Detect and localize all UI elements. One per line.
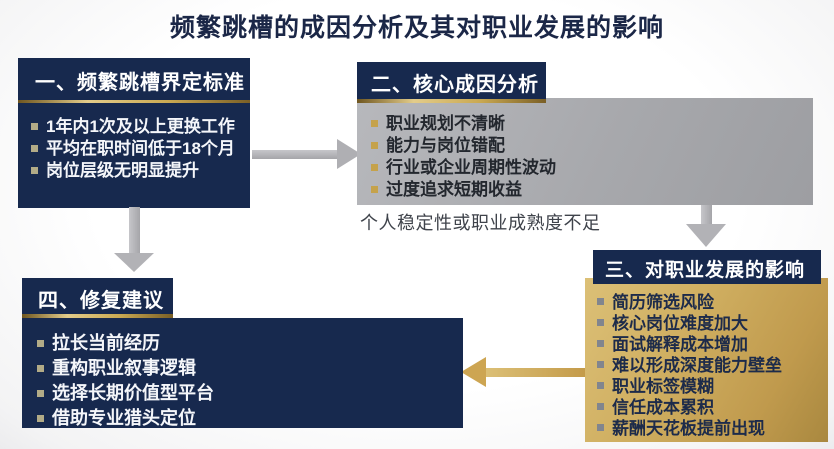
box-repair-heading: 四、修复建议 <box>38 290 164 312</box>
bullet-square-icon <box>31 123 38 130</box>
list-item: 1年内1次及以上更换工作 <box>31 116 244 138</box>
bullet-square-icon <box>37 415 44 422</box>
gold-divider <box>22 314 173 318</box>
list-item: 岗位层级无明显提升 <box>31 160 244 182</box>
arrow-shaft <box>484 368 585 377</box>
box-repair-body: 拉长当前经历 重构职业叙事逻辑 选择长期价值型平台 借助专业猎头定位 <box>22 318 463 428</box>
list-item: 职业标签模糊 <box>597 376 824 397</box>
bullet-square-icon <box>37 340 44 347</box>
gold-divider <box>18 100 250 103</box>
box-criteria: 一、频繁跳槽界定标准 1年内1次及以上更换工作 平均在职时间低于18个月 岗位层… <box>18 58 250 208</box>
list-item: 重构职业叙事逻辑 <box>37 356 463 381</box>
list-item: 借助专业猎头定位 <box>37 406 463 431</box>
box-impact-body: 简历筛选风险 核心岗位难度加大 面试解释成本增加 难以形成深度能力壁垒 职业标签… <box>585 278 828 442</box>
arrow-down-icon <box>686 224 726 247</box>
criteria-list: 1年内1次及以上更换工作 平均在职时间低于18个月 岗位层级无明显提升 <box>18 103 250 182</box>
box-impact-heading-bar: 三、对职业发展的影响 <box>593 250 821 284</box>
bullet-square-icon <box>371 164 378 171</box>
arrow-left-icon <box>461 357 486 387</box>
list-item: 面试解释成本增加 <box>597 334 824 355</box>
bullet-square-icon <box>597 361 604 368</box>
causes-list: 职业规划不清晰 能力与岗位错配 行业或企业周期性波动 过度追求短期收益 <box>357 98 813 201</box>
bullet-square-icon <box>371 120 378 127</box>
list-item: 能力与岗位错配 <box>371 135 807 157</box>
box-repair-heading-bar: 四、修复建议 <box>22 278 173 314</box>
page-title: 频繁跳槽的成因分析及其对职业发展的影响 <box>169 14 664 42</box>
list-item: 平均在职时间低于18个月 <box>31 138 244 160</box>
bullet-square-icon <box>597 403 604 410</box>
bullet-square-icon <box>31 145 38 152</box>
list-item: 过度追求短期收益 <box>371 179 807 201</box>
bullet-square-icon <box>37 390 44 397</box>
list-item: 选择长期价值型平台 <box>37 381 463 406</box>
list-item: 薪酬天花板提前出现 <box>597 418 824 439</box>
bullet-square-icon <box>597 340 604 347</box>
list-item: 拉长当前经历 <box>37 331 463 356</box>
arrow-shaft <box>129 207 140 254</box>
bullet-square-icon <box>371 186 378 193</box>
box-impact-heading: 三、对职业发展的影响 <box>605 260 806 281</box>
list-item: 难以形成深度能力壁垒 <box>597 355 824 376</box>
box-causes-body: 职业规划不清晰 能力与岗位错配 行业或企业周期性波动 过度追求短期收益 <box>357 98 813 205</box>
box-criteria-heading: 一、频繁跳槽界定标准 <box>35 72 245 94</box>
arrow-shaft <box>701 205 712 225</box>
impact-list: 简历筛选风险 核心岗位难度加大 面试解释成本增加 难以形成深度能力壁垒 职业标签… <box>585 278 828 439</box>
list-item: 简历筛选风险 <box>597 292 824 313</box>
list-item: 行业或企业周期性波动 <box>371 157 807 179</box>
list-item: 核心岗位难度加大 <box>597 313 824 334</box>
bullet-square-icon <box>597 424 604 431</box>
box-causes-heading-bar: 二、核心成因分析 <box>357 62 546 99</box>
causes-caption: 个人稳定性或职业成熟度不足 <box>360 213 601 233</box>
bullet-square-icon <box>597 382 604 389</box>
arrow-down-icon <box>114 253 154 272</box>
repair-list: 拉长当前经历 重构职业叙事逻辑 选择长期价值型平台 借助专业猎头定位 <box>22 318 463 431</box>
arrow-shaft <box>252 150 339 159</box>
bullet-square-icon <box>597 298 604 305</box>
bullet-square-icon <box>371 142 378 149</box>
bullet-square-icon <box>597 319 604 326</box>
list-item: 职业规划不清晰 <box>371 113 807 135</box>
bullet-square-icon <box>31 167 38 174</box>
bullet-square-icon <box>37 365 44 372</box>
list-item: 信任成本累积 <box>597 397 824 418</box>
gold-divider <box>357 99 546 103</box>
box-causes-heading: 二、核心成因分析 <box>371 74 539 96</box>
